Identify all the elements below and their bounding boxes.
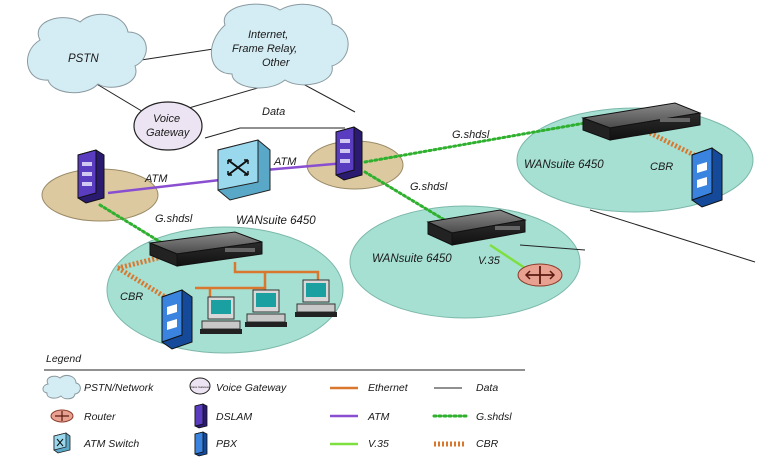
atm-link-right [264, 161, 346, 172]
legend-atm-label: ATM [367, 411, 390, 423]
gshdsl-link-top [363, 121, 587, 164]
legend-dslam-label: DSLAM [216, 411, 252, 423]
atm-link-right-label: ATM [273, 156, 297, 168]
cbr-link-right [648, 130, 702, 161]
wansuite-device-middle [426, 209, 527, 246]
v35-link [489, 243, 526, 270]
dslam-icon-center [335, 126, 363, 181]
gshdsl-left-label: G.shdsl [155, 213, 193, 225]
legend-ethernet-label: Ethernet [368, 382, 409, 394]
cbr-link-left [117, 255, 159, 271]
legend-v35-label: V.35 [368, 438, 389, 450]
cbr-left-label: CBR [120, 291, 143, 303]
internet-cloud: Internet, Frame Relay, Other [210, 3, 349, 89]
internet-cloud-label-3: Other [262, 57, 291, 69]
legend-voice-gateway-icon [189, 377, 211, 395]
pbx-icon-right [691, 147, 723, 208]
voice-gateway-label-1: Voice [153, 113, 180, 125]
wansuite-left-label: WANsuite 6450 [236, 215, 316, 227]
legend-atm-switch-icon [53, 432, 71, 454]
gshdsl-top-label: G.shdsl [452, 129, 490, 141]
wansuite-device-left [148, 231, 263, 267]
data-line-mid-site [519, 244, 586, 251]
wansuite-device-right [581, 102, 702, 141]
legend-cloud-icon [42, 375, 81, 400]
legend-voice-gateway-icon-text: Voice Gateway [190, 385, 211, 389]
legend-router-label: Router [84, 411, 116, 423]
legend-cbr-label: CBR [476, 438, 499, 450]
atm-link-left [107, 178, 221, 195]
legend-atm-switch-label: ATM Switch [83, 438, 139, 450]
gshdsl-link-mid [363, 170, 450, 224]
voice-gateway: Voice Gateway [133, 101, 203, 151]
data-link-label: Data [262, 106, 285, 118]
pbx-icon-left [161, 289, 193, 350]
pstn-cloud: PSTN [27, 13, 147, 94]
legend-voice-gateway-label: Voice Gateway [216, 382, 287, 394]
wansuite-middle-label: WANsuite 6450 [372, 253, 452, 265]
legend-pstn-network-label: PSTN/Network [84, 382, 154, 394]
legend-pbx-icon [194, 431, 208, 457]
data-line-right-site [589, 209, 756, 263]
site-ellipse-middle [349, 205, 581, 319]
atm-link-left-label: ATM [144, 173, 168, 185]
legend-data-label: Data [476, 382, 498, 394]
dslam-icon-left [77, 149, 105, 204]
legend-dslam-icon [194, 403, 208, 429]
internet-cloud-label-2: Frame Relay, [232, 43, 297, 55]
atm-switch-icon [217, 139, 271, 201]
data-line-switch-dslam [204, 127, 345, 139]
legend-title: Legend [46, 353, 82, 365]
legend-gshdsl-label: G.shdsl [476, 411, 512, 423]
voice-gateway-label-2: Gateway [146, 127, 191, 139]
gshdsl-link-left [98, 203, 164, 245]
internet-cloud-label-1: Internet, [248, 29, 288, 41]
legend-router-icon [50, 409, 74, 423]
wansuite-right-label: WANsuite 6450 [524, 159, 604, 171]
pstn-cloud-label: PSTN [68, 53, 99, 65]
router-icon [517, 263, 563, 287]
cbr-right-label: CBR [650, 161, 673, 173]
legend-pbx-label: PBX [216, 438, 238, 450]
gshdsl-mid-label: G.shdsl [410, 181, 448, 193]
v35-label: V.35 [478, 255, 501, 267]
